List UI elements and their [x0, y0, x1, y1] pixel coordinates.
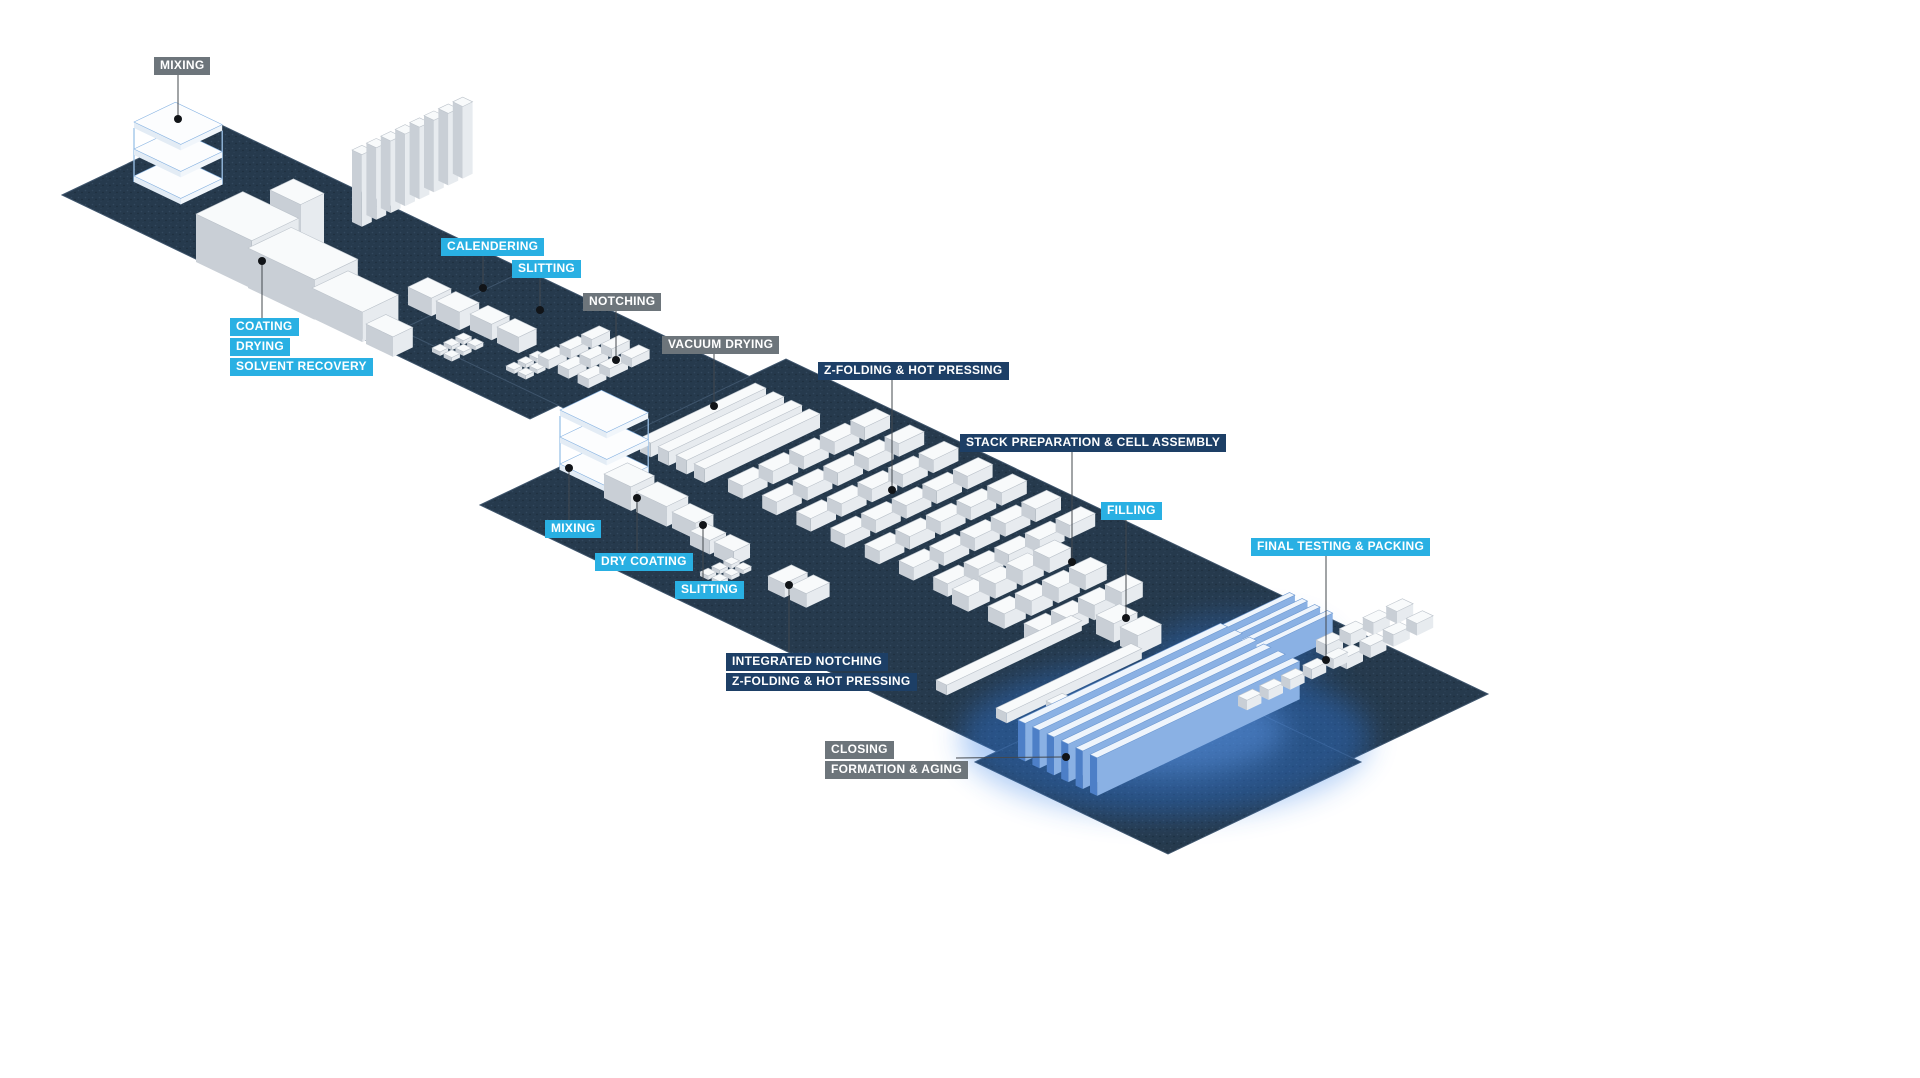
leader-coating-stack — [258, 257, 266, 318]
leader-vacuum-drying — [710, 353, 718, 410]
leader-formation-aging — [955, 753, 1070, 761]
machine-assembly-tables — [935, 615, 1143, 724]
leader-calendering — [479, 256, 487, 292]
leader-mixing-2 — [565, 464, 573, 520]
machine-coating-line — [195, 178, 414, 357]
machine-dry-coating — [603, 462, 715, 540]
machine-mixing-tower-1 — [133, 101, 223, 205]
leader-mixing-1 — [174, 74, 182, 123]
pallet-group-1 — [431, 332, 484, 362]
leader-slitting-1 — [536, 278, 544, 314]
leader-dry-coating — [633, 494, 641, 552]
leader-slitting-2 — [699, 521, 707, 580]
machine-notching — [537, 325, 651, 389]
leader-filling — [1122, 520, 1130, 622]
leader-zfolding-1 — [888, 380, 896, 494]
machine-slitting-1 — [469, 305, 538, 354]
machine-vacuum-drying — [639, 382, 821, 483]
leader-final-testing — [1322, 556, 1330, 664]
machine-formation-racks-lower — [1017, 622, 1301, 796]
leader-stack-preparation — [1068, 452, 1076, 566]
leader-notching — [612, 310, 620, 364]
machine-calendering — [407, 277, 480, 331]
leader-lines-and-dots — [174, 74, 1330, 761]
machine-integrated-notching — [767, 564, 831, 608]
pallet-group-2 — [505, 350, 558, 380]
machine-zfolding-rows — [727, 408, 1096, 597]
pallet-group-3 — [699, 556, 752, 586]
machines — [133, 96, 1434, 796]
machine-solvent-tanks — [351, 96, 474, 227]
leader-integrated-notching — [785, 581, 793, 652]
